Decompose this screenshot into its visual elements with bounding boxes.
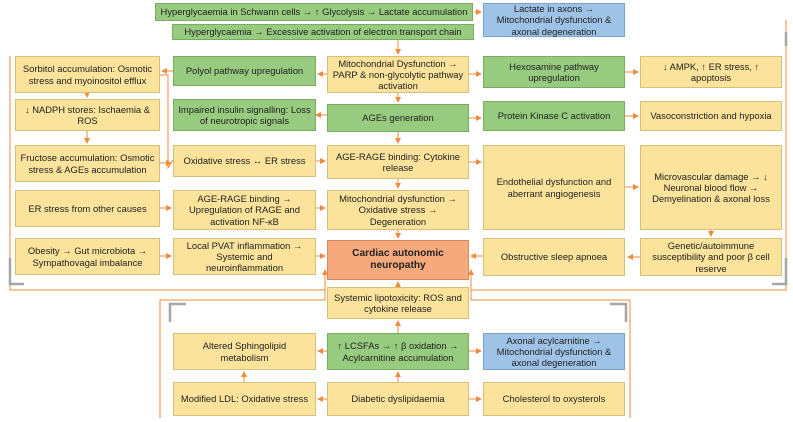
hyperglycaemia-schwann-box: Hyperglycaemia in Schwann cells → ↑ Glyc… bbox=[155, 3, 473, 21]
grey-bracket-left bbox=[8, 258, 24, 286]
obesity-box: Obesity → Gut microbiota → Sympathovagal… bbox=[15, 238, 160, 275]
acylcarnitine-box: Axonal acylcarnitine → Mitochondrial dys… bbox=[483, 333, 625, 370]
lcsfa-box: ↑ LCSFAs → ↑ β oxidation → Acylcarnitine… bbox=[327, 333, 469, 370]
endothelial-box: Endothelial dysfunction and aberrant ang… bbox=[483, 145, 625, 230]
vasoconstriction-box: Vasoconstriction and hypoxia bbox=[640, 101, 782, 131]
connector-bottom-left bbox=[159, 284, 326, 418]
fructose-box: Fructose accumulation: Osmotic stress & … bbox=[15, 145, 160, 182]
pkc-activation-box: Protein Kinase C activation bbox=[483, 101, 625, 131]
connector-left-outer bbox=[9, 56, 328, 291]
age-rage-cytokine-box: AGE-RAGE binding: Cytokine release bbox=[327, 145, 469, 179]
ages-generation-box: AGEs generation bbox=[327, 104, 469, 132]
dyslipidaemia-box: Diabetic dyslipidaemia bbox=[327, 382, 469, 416]
connector-left-rail bbox=[160, 74, 174, 170]
lactate-axons-box: Lactate in axons → Mitochondrial dysfunc… bbox=[483, 3, 625, 37]
oxysterols-box: Cholesterol to oxysterols bbox=[483, 382, 625, 416]
insulin-signalling-box: Impaired insulin signalling: Loss of neu… bbox=[173, 99, 316, 131]
can-box: Cardiac autonomic neuropathy bbox=[327, 240, 469, 280]
mito-oxidative-box: Mitochondrial dysfunction → Oxidative st… bbox=[327, 190, 469, 230]
age-rage-nfkb-box: AGE-RAGE binding → Upregulation of RAGE … bbox=[173, 190, 316, 230]
lipotoxicity-box: Systemic lipotoxicity: ROS and cytokine … bbox=[327, 287, 469, 319]
microvascular-box: Microvascular damage → ↓ Neuronal blood … bbox=[640, 145, 782, 230]
genetic-box: Genetic/autoimmune susceptibility and po… bbox=[640, 238, 782, 276]
grey-bracket-bottom-left bbox=[168, 302, 186, 322]
connector-right-outer bbox=[468, 20, 787, 291]
grey-bracket-right bbox=[772, 258, 788, 286]
grey-bracket-bottom-right bbox=[610, 302, 628, 322]
mitochondrial-parp-box: Mitochondrial Dysfunction → PARP & non-g… bbox=[327, 56, 469, 93]
er-stress-other-box: ER stress from other causes bbox=[15, 190, 160, 227]
sorbitol-box: Sorbitol accumulation: Osmotic stress an… bbox=[15, 56, 160, 93]
polyol-pathway-box: Polyol pathway upregulation bbox=[173, 56, 316, 86]
pvat-box: Local PVAT inflammation → Systemic and n… bbox=[173, 238, 316, 275]
nadph-box: ↓ NADPH stores: Ischaemia & ROS bbox=[15, 99, 160, 131]
ampk-er-stress-box: ↓ AMPK, ↑ ER stress, ↑ apoptosis bbox=[640, 56, 782, 88]
sphingolipid-box: Altered Sphingolipid metabolism bbox=[173, 333, 316, 370]
connector-bottom-right bbox=[470, 284, 631, 418]
modified-ldl-box: Modified LDL: Oxidative stress bbox=[173, 382, 316, 416]
oxidative-er-stress-box: Oxidative stress ↔ ER stress bbox=[173, 145, 316, 177]
osa-box: Obstructive sleep apnoea bbox=[483, 238, 625, 276]
hexosamine-box: Hexosamine pathway upregulation bbox=[483, 56, 625, 88]
electron-transport-box: Hyperglycaemia → Excessive activation of… bbox=[172, 24, 474, 40]
